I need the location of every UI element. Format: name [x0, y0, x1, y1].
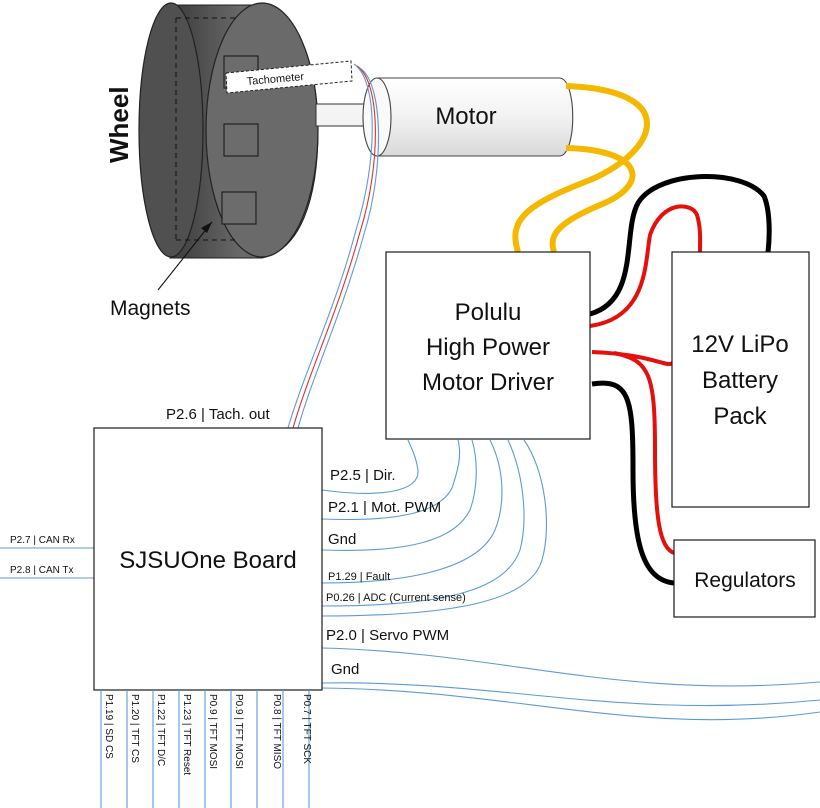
battery-pack: 12V LiPo Battery Pack — [671, 251, 810, 508]
regulators-label: Regulators — [694, 569, 796, 592]
pin-tft-mosi-b: P0.9 | TFT MOSI — [233, 694, 244, 769]
wheel — [138, 2, 319, 259]
battery-label-line3: Pack — [713, 403, 767, 430]
board-label: SJSUOne Board — [119, 547, 296, 574]
pin-mot-pwm: P2.1 | Mot. PWM — [328, 499, 441, 516]
driver-label-line3: Motor Driver — [422, 369, 554, 396]
pin-tft-miso: P0.8 | TFT MISO — [271, 694, 282, 769]
pin-servo-pwm: P2.0 | Servo PWM — [326, 627, 449, 644]
driver-label-line1: Polulu — [455, 299, 522, 326]
pin-fault: P1.29 | Fault — [328, 571, 390, 583]
wheel-label: Wheel — [104, 86, 134, 163]
sjsuone-board: SJSUOne Board — [93, 427, 323, 691]
pin-tft-cs: P1.20 | TFT CS — [129, 694, 140, 763]
regulators: Regulators — [673, 539, 816, 618]
tachometer: Tachometer — [225, 60, 353, 94]
magnets-pointer-arrow — [157, 221, 213, 291]
pin-tach-out: P2.6 | Tach. out — [166, 406, 271, 423]
pin-tft-reset: P1.23 | TFT Reset — [181, 694, 192, 775]
pin-tft-sck: P0.7 | TFT SCK — [301, 694, 312, 764]
pin-gnd-servo: Gnd — [331, 661, 359, 678]
signal-wires — [321, 439, 547, 617]
motor-driver: Polulu High Power Motor Driver — [385, 251, 591, 440]
pin-can-rx: P2.7 | CAN Rx — [10, 535, 75, 546]
battery-label-line1: 12V LiPo — [691, 331, 788, 358]
battery-power-wires — [589, 174, 772, 328]
motor-power-wires — [512, 83, 650, 253]
pin-tft-dc: P1.22 | TFT D/C — [155, 694, 166, 766]
pin-adc: P0.26 | ADC (Current sense) — [326, 592, 466, 604]
pin-gnd-driver: Gnd — [328, 531, 356, 548]
servo-wires — [321, 647, 820, 721]
regulator-power-wires — [591, 350, 678, 586]
battery-label-line2: Battery — [702, 367, 778, 394]
bottom-pin-wires — [100, 690, 310, 808]
pin-dir: P2.5 | Dir. — [330, 467, 396, 484]
tachometer-wires — [287, 63, 380, 429]
motor-label: Motor — [435, 103, 496, 130]
tachometer-label: Tachometer — [246, 71, 305, 88]
driver-label-line2: High Power — [426, 334, 550, 361]
can-wires — [0, 547, 94, 579]
pin-sd-cs: P1.19 | SD CS — [103, 694, 114, 759]
pin-can-tx: P2.8 | CAN Tx — [10, 565, 74, 576]
motor: Motor — [362, 77, 574, 157]
pin-tft-mosi-a: P0.9 | TFT MOSI — [207, 694, 218, 769]
bottom-pin-labels: P1.19 | SD CS P1.20 | TFT CS P1.22 | TFT… — [103, 694, 312, 775]
magnets-label: Magnets — [110, 297, 191, 320]
